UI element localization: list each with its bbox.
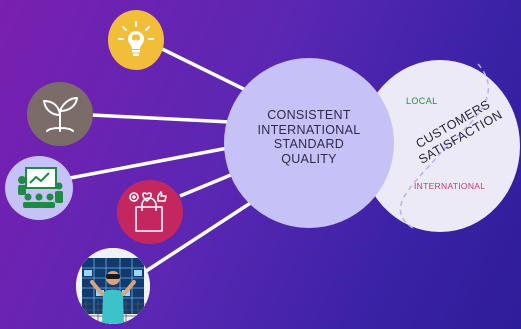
vr-user-photo-icon: [76, 248, 150, 324]
international-label: INTERNATIONAL: [414, 181, 486, 191]
quality-circle: [224, 58, 394, 228]
quality-text: CONSISTENT INTERNATIONAL STANDARD QUALIT…: [224, 108, 394, 166]
lightbulb-brain-icon: [118, 21, 154, 56]
node-shopping: [117, 180, 183, 244]
node-training: [5, 156, 73, 220]
local-label: LOCAL: [406, 96, 438, 106]
node-plant: [27, 82, 93, 146]
training-presentation-icon: [18, 167, 63, 208]
plant-hand-icon: [43, 97, 78, 132]
connector-line-shopping: [179, 170, 239, 198]
connector-line-training: [69, 146, 229, 180]
node-vr-user: [76, 248, 150, 324]
quality-line-4: QUALITY: [281, 151, 337, 166]
quality-line-1: CONSISTENT: [267, 108, 351, 122]
node-lightbulb: [108, 10, 164, 70]
shopping-bag-social-icon: [129, 191, 167, 232]
local-international-divider: [399, 63, 490, 231]
quality-line-2: INTERNATIONAL: [257, 122, 361, 137]
connector-line-vr: [139, 200, 253, 277]
connector-line-lightbulb: [151, 42, 259, 98]
quality-line-3: STANDARD: [273, 137, 345, 151]
connector-line-plant: [91, 113, 231, 124]
